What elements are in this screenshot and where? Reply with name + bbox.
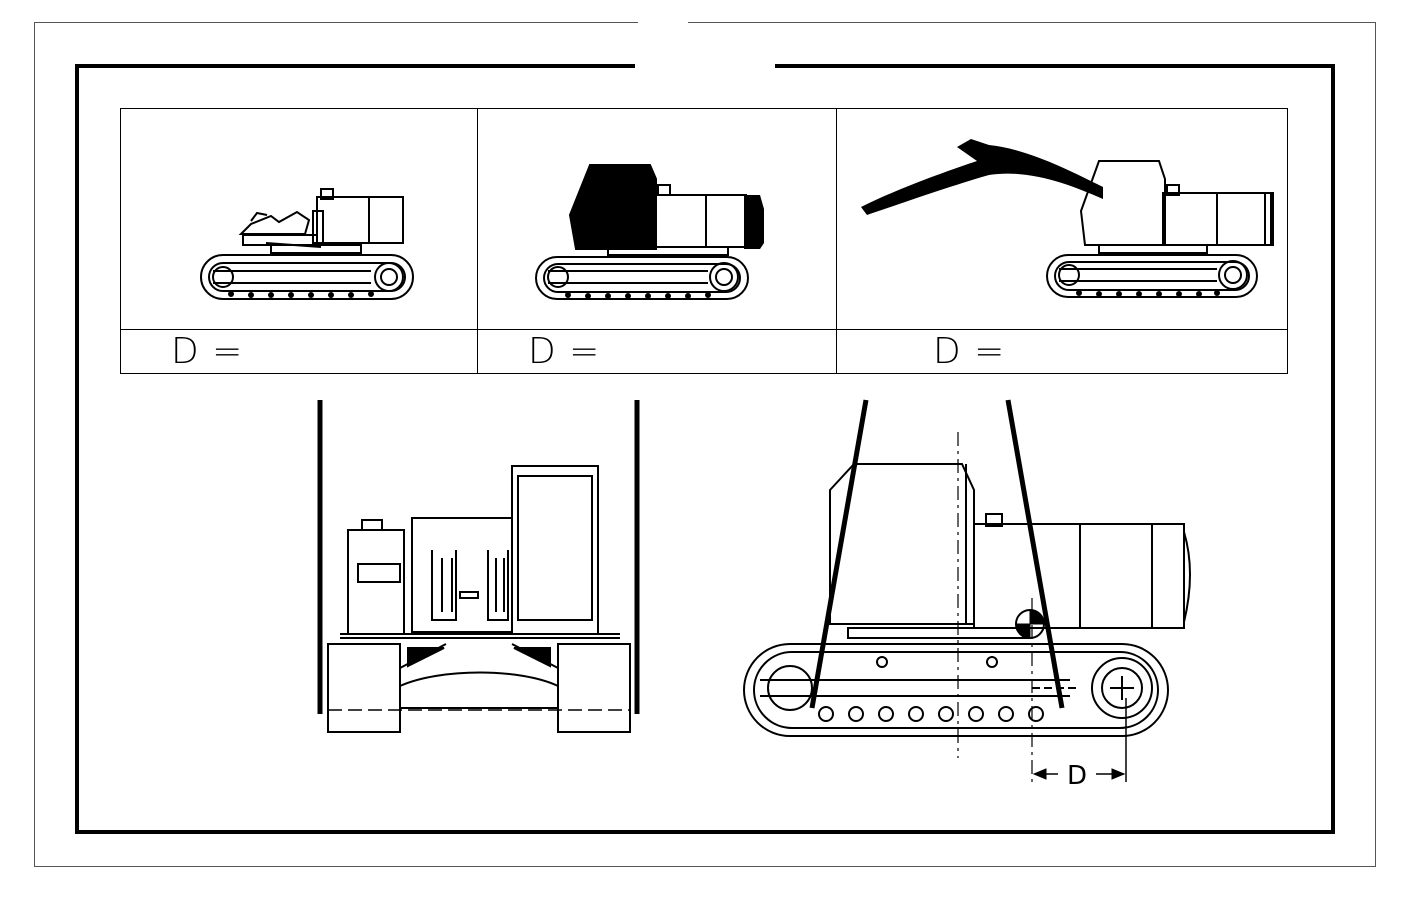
panel-stripped: D = <box>120 108 478 374</box>
excavator-counterweight-icon <box>535 164 764 300</box>
excavator-stripped-icon <box>200 188 414 300</box>
panel-divider <box>837 329 1287 330</box>
outer-frame <box>34 22 1376 867</box>
excavator-boom-icon <box>861 139 1274 298</box>
d-label-3: D = <box>933 331 1006 372</box>
excavator-side-lift-icon: D <box>743 399 1191 791</box>
panel-boom: D = <box>836 108 1288 374</box>
d-label-1: D = <box>171 331 244 372</box>
outer-frame-gap <box>638 18 688 26</box>
d-label-2: D = <box>528 331 601 372</box>
panel-counterweight: D = <box>477 108 837 374</box>
excavator-front-view-icon <box>317 400 640 733</box>
dimension-d-label: D <box>1067 761 1087 791</box>
panel-divider <box>121 329 477 330</box>
panel-divider <box>478 329 836 330</box>
inner-frame-gap <box>635 58 775 72</box>
